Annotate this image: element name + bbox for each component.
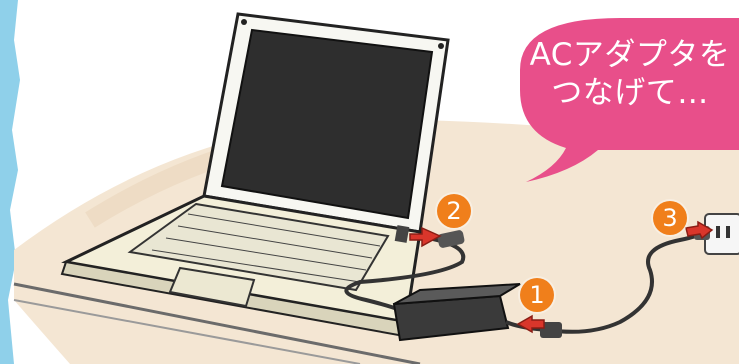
speech-bubble-text: ACアダプタを つなげて… xyxy=(500,36,739,112)
step-badge-1: 1 xyxy=(520,278,554,312)
wall-outlet xyxy=(705,214,739,254)
step-badge-2: 2 xyxy=(437,194,471,228)
bubble-line-1: ACアダプタを xyxy=(500,36,739,74)
step-badge-3: 3 xyxy=(653,201,687,235)
bubble-line-2: つなげて… xyxy=(500,74,739,112)
